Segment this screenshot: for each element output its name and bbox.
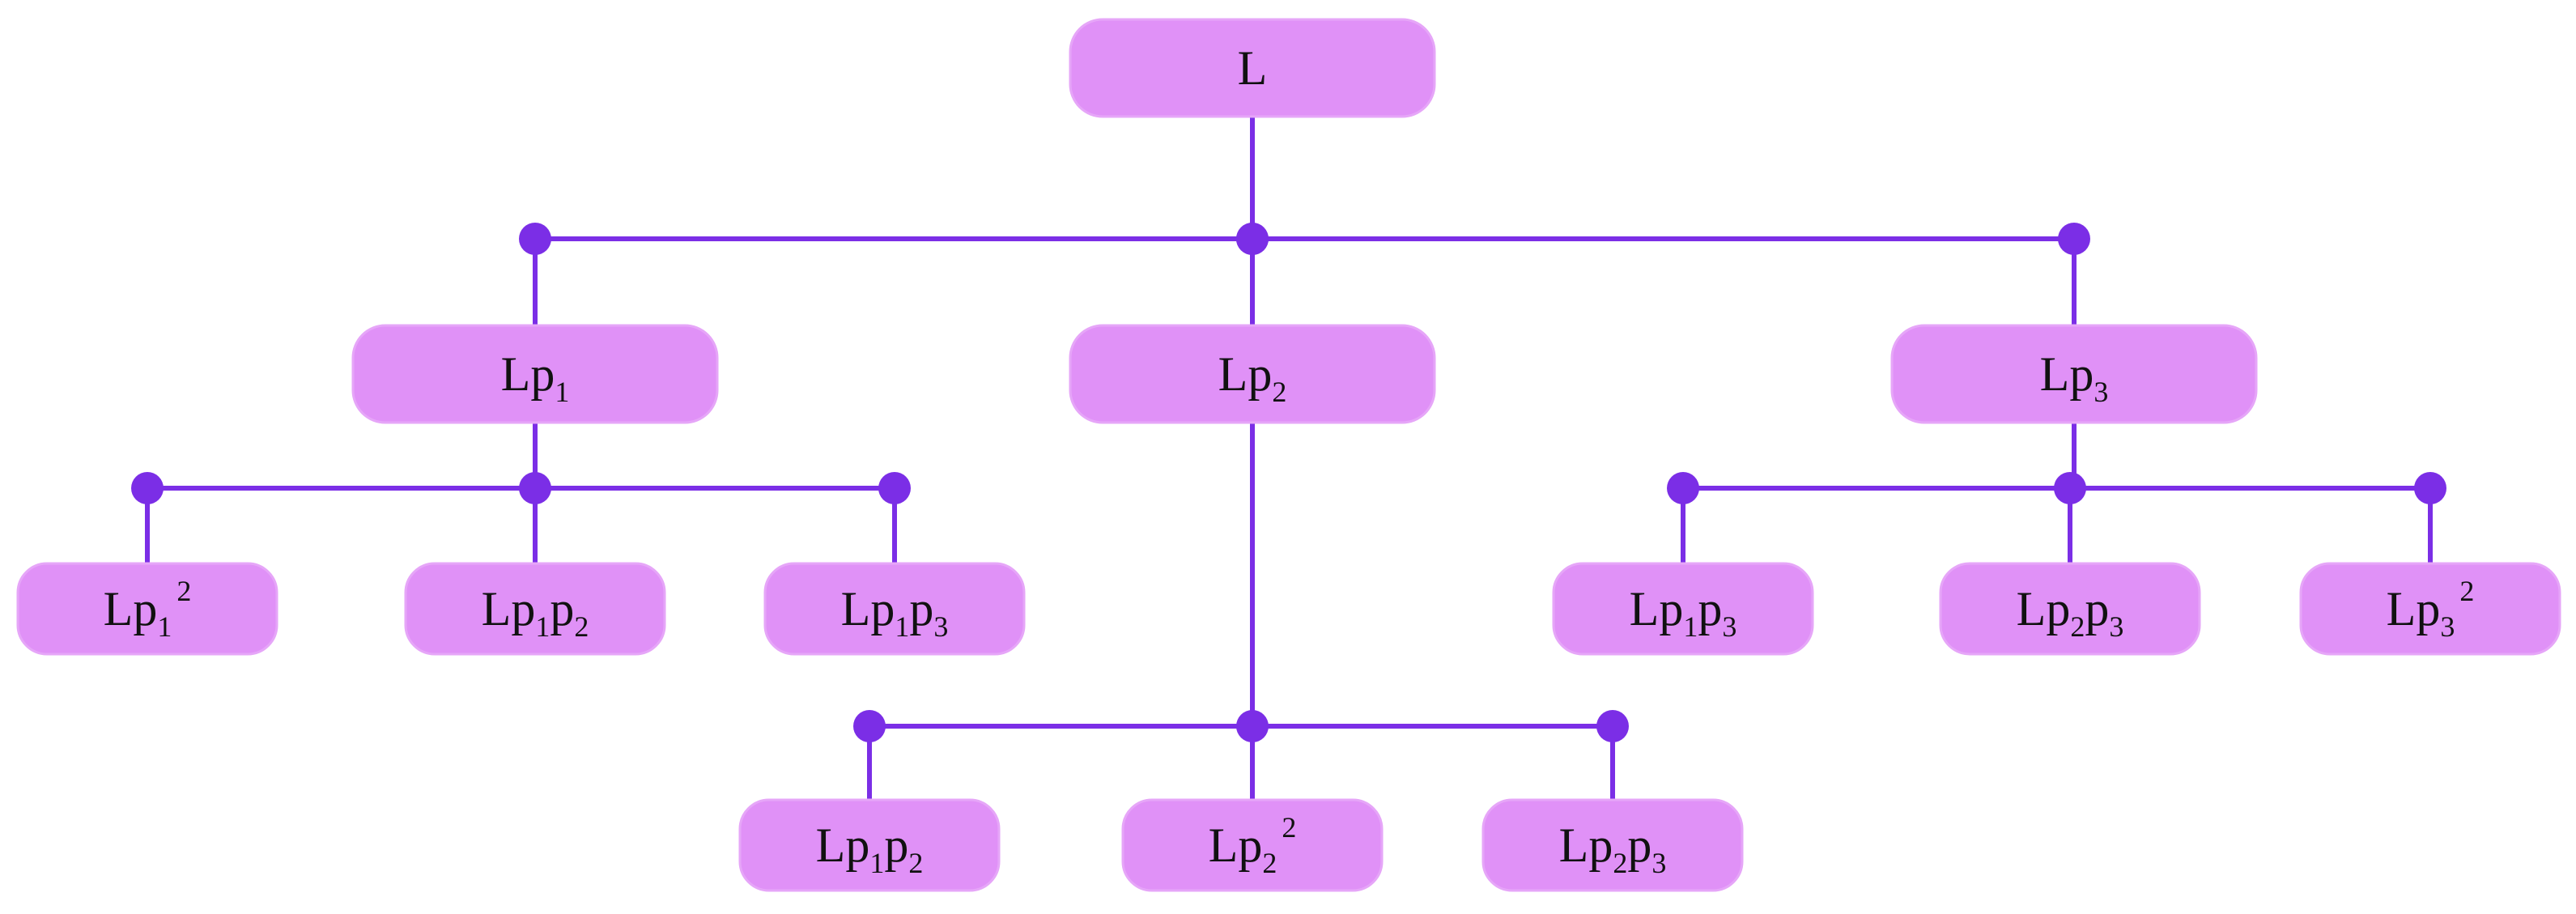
node-lp1-child-1: Lp1​2​ [16, 562, 278, 656]
node-box [1481, 798, 1744, 892]
node-label: Lp1​p2​ [816, 818, 924, 879]
joint-lp1-3 [878, 472, 911, 504]
node-label: Lp1​p3​ [1630, 582, 1737, 643]
node-label: L [1238, 41, 1268, 95]
node-box [1069, 18, 1436, 118]
node-lp2-child-1: Lp1​p2​ [738, 798, 1001, 892]
node-level1-lp1: Lp1​ [351, 324, 719, 424]
node-box [404, 562, 666, 656]
node-label: Lp1​p3​ [841, 582, 949, 643]
node-box [763, 562, 1026, 656]
node-box [1939, 562, 2201, 656]
node-box [1121, 798, 1384, 892]
node-box [351, 324, 719, 424]
node-label: Lp3​ [2040, 347, 2109, 408]
node-lp3-child-3: Lp3​2​ [2299, 562, 2561, 656]
connector-layer [131, 114, 2446, 802]
node-lp1-child-3: Lp1​p3​ [763, 562, 1026, 656]
node-layer: L Lp1​ Lp2​ Lp3​ Lp1​2​ Lp1​p2​ Lp1​p3​ Lp1​p2​… [16, 18, 2561, 892]
joint-lp2-2 [1236, 710, 1269, 742]
joint-level1-2 [1236, 223, 1269, 255]
joint-level1-3 [2058, 223, 2090, 255]
node-root: L [1069, 18, 1436, 118]
joint-lp1-1 [131, 472, 164, 504]
joint-lp3-2 [2054, 472, 2086, 504]
node-lp3-child-2: Lp2​p3​ [1939, 562, 2201, 656]
node-label: Lp3​2​ [2387, 575, 2475, 643]
node-lp3-child-1: Lp1​p3​ [1552, 562, 1814, 656]
node-label: Lp1​p2​ [482, 582, 589, 643]
node-label: Lp1​ [501, 347, 570, 408]
joint-lp2-3 [1596, 710, 1629, 742]
node-lp2-child-3: Lp2​p3​ [1481, 798, 1744, 892]
joint-lp1-2 [519, 472, 551, 504]
joint-lp2-1 [853, 710, 886, 742]
node-lp2-child-2: Lp2​2​ [1121, 798, 1384, 892]
node-label: Lp1​2​ [104, 575, 192, 643]
node-lp1-child-2: Lp1​p2​ [404, 562, 666, 656]
node-label: Lp2​p3​ [2017, 582, 2124, 643]
node-box [1552, 562, 1814, 656]
joint-level1-1 [519, 223, 551, 255]
node-label: Lp2​2​ [1209, 811, 1297, 879]
node-label: Lp2​ [1218, 347, 1287, 408]
node-box [16, 562, 278, 656]
node-box [1890, 324, 2258, 424]
node-box [1069, 324, 1436, 424]
joint-lp3-1 [1667, 472, 1699, 504]
node-box [738, 798, 1001, 892]
node-level1-lp2: Lp2​ [1069, 324, 1436, 424]
node-level1-lp3: Lp3​ [1890, 324, 2258, 424]
joint-lp3-3 [2414, 472, 2446, 504]
node-label: Lp2​p3​ [1559, 818, 1667, 879]
node-box [2299, 562, 2561, 656]
